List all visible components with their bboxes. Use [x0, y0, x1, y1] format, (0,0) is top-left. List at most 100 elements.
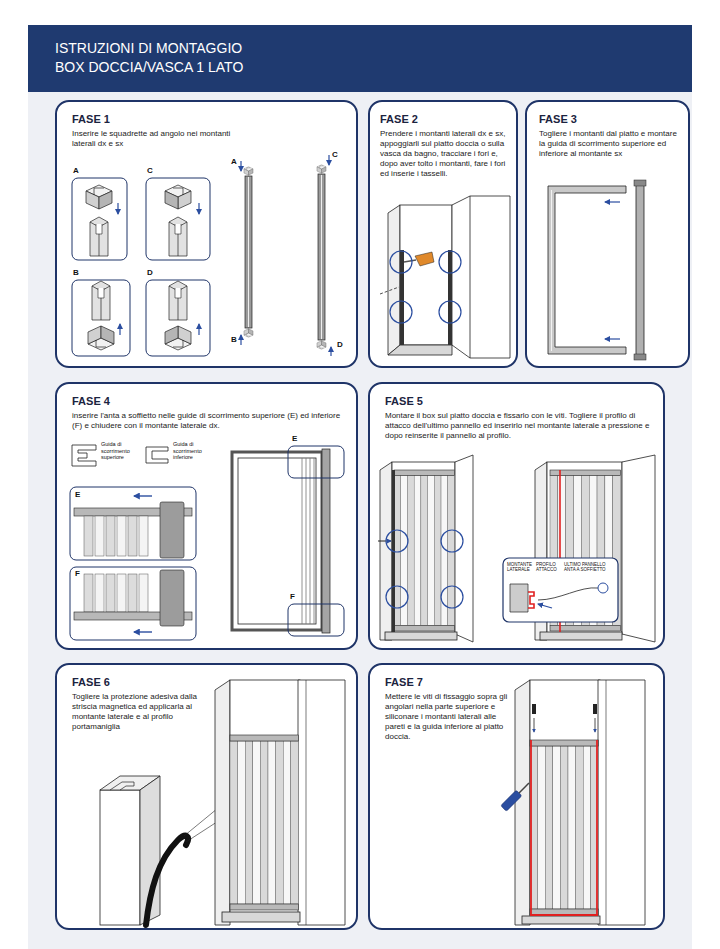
guide-caption: Guida di scorrimento inferiore: [173, 441, 217, 461]
callout-letter: A: [73, 166, 79, 176]
step-instructions: Inserire le squadrette ad angolo nei mon…: [72, 129, 254, 149]
insert-arrow: [198, 203, 199, 214]
insert-arrow: [119, 324, 120, 335]
side-profile-section: [510, 584, 528, 612]
part-name: ULTIMO PANNELLO ANTA A SOFFIETTO: [564, 562, 615, 573]
drill: [415, 252, 434, 266]
wall-edge: [606, 680, 607, 925]
step-heading: FASE 1: [72, 112, 272, 126]
screw-arrow: [534, 718, 535, 732]
shower-tray: [385, 632, 457, 640]
back-wall: [230, 680, 300, 915]
shower-tray: [388, 345, 452, 355]
callout-letter: F: [290, 592, 295, 602]
door-panel: [95, 574, 104, 612]
header-band: ISTRUZIONI DI MONTAGGIO BOX DOCCIA/VASCA…: [28, 25, 692, 92]
left-wall: [380, 462, 392, 640]
corner-bracket: [165, 185, 191, 209]
door-fold: [302, 458, 303, 624]
screwdriver-blade: [519, 783, 529, 793]
insert-arrow: [134, 631, 152, 632]
profile-highlight: [551, 190, 552, 351]
insert-arrow: [134, 495, 152, 496]
step-panel: FASE 1 Inserire le squadrette ad angolo n…: [55, 100, 358, 368]
screw-arrow: [378, 541, 391, 542]
left-wall: [388, 205, 400, 355]
corner-bracket: [317, 165, 326, 173]
profile-cap: [634, 354, 646, 360]
hole-marker: [439, 251, 461, 273]
screw: [593, 704, 597, 714]
callout-letter: E: [75, 490, 80, 500]
step-heading: FASE 5: [385, 394, 660, 408]
door-panel: [128, 574, 137, 612]
wall-edge: [306, 680, 307, 925]
detail-box: [146, 178, 210, 260]
step5-art: [378, 455, 655, 642]
door-panel: [139, 516, 148, 556]
step2-art: [380, 196, 510, 358]
insert-arrow: [328, 155, 329, 165]
panel-ground: [368, 663, 665, 930]
step1-art: [72, 155, 331, 356]
side-profile: [160, 502, 184, 558]
step-instructions: Togliere i montanti dal piatto e montare…: [539, 129, 684, 159]
step-panel: FASE 6Togliere la protezione adesiva dal…: [55, 663, 358, 930]
door-fold: [314, 458, 315, 624]
door-panel: [139, 574, 148, 612]
screw: [532, 704, 536, 714]
hole-marker: [390, 251, 412, 273]
panel-ground: [368, 100, 518, 368]
panel-ground: [55, 100, 358, 368]
step3-art: [548, 180, 646, 360]
corner-bracket: [86, 185, 112, 209]
insert-arrow: [330, 347, 331, 356]
step7-art: [501, 680, 645, 925]
step-panel: FASE 7Mettere le viti di fissaggio sopra…: [368, 663, 665, 930]
right-profile: [322, 449, 330, 633]
step-panel: FASE 4inserire l'anta a soffietto nelle …: [55, 382, 358, 650]
page-title: ISTRUZIONI DI MONTAGGIO BOX DOCCIA/VASCA…: [55, 39, 260, 77]
detail-inset: [503, 558, 618, 622]
insert-arrow: [240, 161, 241, 171]
door-fold: [306, 458, 307, 624]
callout-letter: B: [73, 268, 79, 278]
door-panel: [117, 574, 126, 612]
enclosure-frame-inner: [238, 458, 316, 624]
shower-tray: [222, 912, 300, 922]
profile-cap: [634, 180, 646, 186]
panel-ground: [55, 382, 358, 650]
hole-marker: [390, 301, 412, 323]
detail-box: [72, 178, 127, 260]
right-profile: [636, 184, 644, 356]
screw-marker: [441, 586, 463, 608]
left-wall: [515, 680, 530, 925]
step-instructions: Prendere i montanti laterali dx e sx, ap…: [380, 129, 508, 179]
screw-marker: [386, 586, 408, 608]
panel-magnet: [598, 583, 608, 593]
silicone-line: [596, 740, 598, 915]
callout-letter: C: [332, 150, 338, 160]
frame-left-profile: [548, 186, 626, 354]
back-wall: [530, 680, 600, 915]
step-instructions: Montare il box sul piatto doccia e fissa…: [385, 411, 660, 441]
enclosure-frame: [232, 452, 322, 630]
profile-highlight: [248, 177, 249, 327]
right-wall: [455, 455, 473, 642]
panel-edge: [538, 588, 598, 600]
profile-tube: [90, 217, 108, 256]
profile-tube: [169, 217, 187, 256]
part-name: MONTANTE LATERALE: [507, 562, 534, 573]
corner-bracket: [165, 326, 191, 350]
panel-ground: [55, 663, 358, 930]
drill-axis: [380, 287, 399, 294]
guide-caption: Guida di scorrimento superiore: [101, 441, 145, 461]
profile-channel: [110, 782, 134, 790]
screw-marker: [386, 530, 408, 552]
screwdriver: [501, 780, 532, 811]
callout-letter: E: [292, 434, 297, 444]
insert-arrow: [117, 203, 118, 214]
step-instructions: inserire l'anta a soffietto nelle guide …: [72, 411, 352, 431]
callout-letter: B: [231, 335, 237, 345]
